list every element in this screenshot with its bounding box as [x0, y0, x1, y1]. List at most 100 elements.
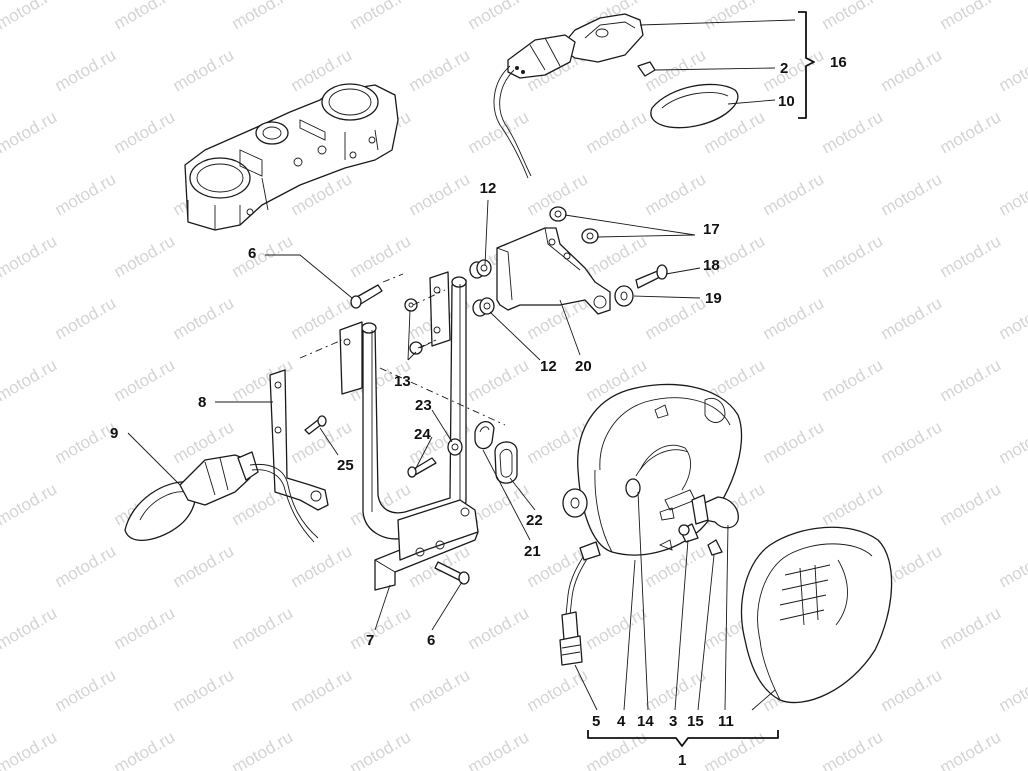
watermark-text: motod.ru	[760, 169, 828, 219]
watermark-text: motod.ru	[347, 231, 415, 281]
watermark-text: motod.ru	[642, 169, 710, 219]
watermark-text: motod.ru	[937, 479, 1005, 529]
label-part-21: 21	[524, 543, 541, 560]
watermark-text: motod.ru	[937, 231, 1005, 281]
label-part-18: 18	[703, 257, 720, 274]
watermark-text: motod.ru	[760, 293, 828, 343]
screw-13-b	[409, 341, 433, 355]
watermark-text: motod.ru	[0, 45, 1, 95]
watermark-text: motod.ru	[819, 107, 887, 157]
watermark-text: motod.ru	[52, 541, 120, 591]
watermark-text: motod.ru	[878, 169, 946, 219]
watermark-text: motod.ru	[996, 293, 1028, 343]
watermark-text: motod.ru	[996, 665, 1028, 715]
label-part-1: 1	[678, 752, 686, 769]
watermark-text: motod.ru	[996, 169, 1028, 219]
watermark-text: motod.ru	[0, 479, 60, 529]
watermark-text: motod.ru	[0, 107, 60, 157]
bolt-6-upper	[350, 284, 383, 309]
watermark-text: motod.ru	[701, 727, 769, 771]
watermark-text: motod.ru	[996, 45, 1028, 95]
label-part-14: 14	[637, 713, 654, 730]
headlight-shell	[559, 383, 743, 666]
watermark-text: motod.ru	[937, 355, 1005, 405]
label-part-22: 22	[526, 512, 543, 529]
watermark-text: motod.ru	[701, 0, 769, 33]
watermark-text: motod.ru	[0, 231, 60, 281]
bolt-6-lower	[434, 561, 470, 585]
watermark-text: motod.ru	[170, 665, 238, 715]
watermark-text: motod.ru	[642, 293, 710, 343]
headlight-frame	[339, 271, 479, 591]
brace-16	[798, 11, 815, 119]
watermark-text: motod.ru	[996, 417, 1028, 467]
watermark-text: motod.ru	[0, 603, 60, 653]
watermark-text: motod.ru	[878, 417, 946, 467]
watermark-text: motod.ru	[111, 727, 179, 771]
side-bracket	[496, 227, 611, 315]
watermark-text: motod.ru	[819, 231, 887, 281]
watermark-text: motod.ru	[583, 727, 651, 771]
label-part-3: 3	[669, 713, 677, 730]
label-part-23: 23	[415, 397, 432, 414]
label-part-10: 10	[778, 93, 795, 110]
bolt-25	[304, 415, 327, 435]
watermark-text: motod.ru	[52, 665, 120, 715]
bolt-24	[407, 457, 437, 478]
watermark-text: motod.ru	[52, 417, 120, 467]
grommet-12-a	[469, 259, 492, 279]
part-number-labels: 16 2 10 12 17 18 19 6 12 20 13 8 23 9 24…	[110, 54, 847, 769]
nut-17-b	[581, 228, 599, 244]
assembly-line-d	[412, 289, 446, 306]
label-part-12-upper: 12	[480, 180, 497, 197]
watermark-text: motod.ru	[406, 665, 474, 715]
watermark-text: motod.ru	[878, 45, 946, 95]
watermark-text: motod.ru	[229, 231, 297, 281]
assembly-line-e	[417, 339, 437, 349]
watermark-text: motod.ru	[111, 0, 179, 33]
brace-1	[587, 730, 779, 747]
label-part-11: 11	[718, 713, 734, 730]
assembly-line-b	[382, 273, 404, 283]
watermark-text: motod.ru	[0, 355, 60, 405]
left-indicator-bracket	[269, 369, 329, 511]
watermark-text: motod.ru	[52, 169, 120, 219]
watermark-text: motod.ru	[406, 169, 474, 219]
watermark-text: motod.ru	[465, 0, 533, 33]
label-part-8: 8	[198, 394, 206, 411]
watermark-text: motod.ru	[111, 603, 179, 653]
label-part-15: 15	[687, 713, 704, 730]
label-part-13: 13	[394, 373, 411, 390]
bolt-18	[635, 264, 668, 289]
watermark-text: motod.ru	[819, 355, 887, 405]
clip-21	[474, 421, 495, 450]
watermark-text: motod.ru	[0, 417, 1, 467]
watermark-text: motod.ru	[347, 727, 415, 771]
washer-19	[614, 285, 634, 307]
watermark-text: motod.ru	[52, 45, 120, 95]
watermark-text: motod.ru	[819, 727, 887, 771]
watermark-text: motod.ru	[0, 541, 1, 591]
watermark-text: motod.ru	[52, 293, 120, 343]
watermark-text: motod.ru	[524, 665, 592, 715]
label-part-5: 5	[592, 713, 600, 730]
turn-signal-left	[124, 451, 319, 543]
watermark-text: motod.ru	[0, 169, 1, 219]
watermark-text: motod.ru	[0, 293, 1, 343]
headlight-lens	[741, 526, 893, 704]
rubber-22	[494, 441, 518, 484]
nut-17-a	[549, 206, 567, 222]
watermark-text: motod.ru	[170, 293, 238, 343]
label-part-4: 4	[617, 713, 626, 730]
label-part-24: 24	[414, 426, 431, 443]
label-part-20: 20	[575, 358, 592, 375]
watermark-text: motod.ru	[288, 541, 356, 591]
watermark-text: motod.ru	[937, 603, 1005, 653]
watermark-text: motod.ru	[288, 665, 356, 715]
top-yoke-bracket	[184, 83, 399, 231]
watermark-text: motod.ru	[465, 727, 533, 771]
watermark-text: motod.ru	[465, 603, 533, 653]
